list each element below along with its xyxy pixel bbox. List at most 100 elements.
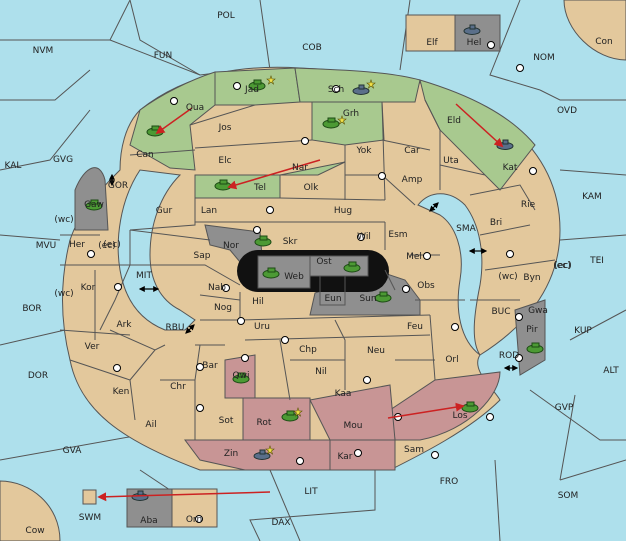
land-region-label: Ark	[116, 320, 132, 330]
tank-icon	[232, 372, 250, 384]
sea-region-label: TEI	[589, 256, 604, 266]
tank-icon	[85, 199, 103, 211]
red-territories	[184, 354, 501, 471]
land-region-label: Byn	[523, 273, 540, 283]
land-region-label: Car	[404, 146, 420, 156]
land-region-label: Aba	[140, 516, 157, 526]
tank-icon	[281, 410, 299, 422]
ship-icon	[352, 84, 370, 95]
tank-icon	[343, 261, 361, 273]
land-region-label: Ail	[145, 420, 156, 430]
sea-region-label: SMA	[456, 224, 476, 234]
move-orders	[97, 103, 504, 502]
land-region-label: Orl	[445, 355, 458, 365]
sea-region-label: GVP	[555, 403, 574, 413]
land-region-label: Esm	[388, 230, 407, 240]
sea-region-label: Cow	[25, 526, 44, 536]
land-region-label: Skr	[283, 237, 298, 247]
sea-region-label: BUC	[491, 307, 510, 317]
sea-region-label: MVU	[36, 241, 57, 251]
land-region-label: Obs	[417, 281, 435, 291]
sea-region-label: NOM	[533, 53, 555, 63]
land-region-label: Web	[284, 272, 304, 282]
land-region-label: Jos	[218, 123, 232, 133]
sea-region-label: ROD	[499, 351, 519, 361]
land-region-label: Kor	[81, 283, 96, 293]
land-region-label: Los	[452, 411, 467, 421]
land-region-label: Pir	[526, 325, 538, 335]
sea-region-label: SWM	[79, 513, 101, 523]
land-region-label: Elf	[426, 38, 438, 48]
land-region-label: Bri	[490, 218, 502, 228]
land-region-label: Nor	[223, 241, 239, 251]
tank-icon	[526, 342, 544, 354]
sea-region-label: (wc)	[498, 272, 517, 282]
land-region-label: Sot	[219, 416, 234, 426]
land-region-label: Uta	[443, 156, 459, 166]
sea-region-label: KAL	[5, 161, 22, 171]
ship-icon	[253, 449, 271, 460]
land-region-label: Ost	[316, 257, 332, 267]
land-region-label: Bar	[202, 361, 218, 371]
land-region-label: Sch	[328, 85, 344, 95]
sea-region-label: KAM	[582, 192, 602, 202]
land-region-label: Elc	[218, 156, 231, 166]
tank-icon	[248, 79, 266, 91]
land-region-label: Grh	[343, 109, 359, 119]
land-region-label: Kar	[338, 452, 353, 462]
inner-channel-east	[417, 193, 483, 356]
sea-region-label: (ec)	[98, 241, 116, 251]
land-region-label: Hel	[467, 38, 482, 48]
units	[85, 24, 544, 501]
land-region-label: Gur	[156, 206, 173, 216]
land-region-label: Hug	[334, 206, 352, 216]
sea-region-label: GVA	[63, 446, 83, 456]
land-region-label: Nog	[214, 303, 232, 313]
tank-icon	[322, 117, 340, 129]
territory-borders	[59, 99, 556, 440]
tank-icon	[262, 267, 280, 279]
land-region-label: Wil	[357, 232, 371, 242]
land-region-label: Feu	[407, 322, 423, 332]
supply-centres	[87, 41, 537, 523]
land-region-label: Sam	[404, 445, 424, 455]
land-region-label: Chp	[299, 345, 317, 355]
tank-icon	[254, 235, 272, 247]
land-region-label: Jad	[244, 85, 259, 95]
land-region-label: Mou	[344, 421, 363, 431]
land-region-label: Amp	[402, 175, 423, 185]
green-territories	[129, 67, 536, 199]
land-region-label: Qua	[186, 103, 204, 113]
sea-region-label: (wc)	[54, 215, 73, 225]
land-region-label: Nar	[292, 163, 308, 173]
land-region-label: Zin	[224, 449, 238, 459]
land-region-label: Sap	[194, 251, 211, 261]
sea-region-label: DOR	[28, 371, 48, 381]
sea-region-label: COB	[302, 43, 322, 53]
land-region-label: Nab	[208, 283, 226, 293]
land-region-label: Rot	[257, 418, 272, 428]
sea-region-label: GVG	[53, 155, 73, 165]
sea-region-label: GOR	[108, 181, 128, 191]
inner-channel	[117, 169, 196, 331]
land-region-label: Gaw	[84, 200, 104, 210]
sea-region-label: POL	[217, 11, 235, 21]
land-region-label: Kat	[503, 163, 518, 173]
sea-region-label: NVM	[33, 46, 54, 56]
sea-region-label: ALT	[603, 366, 619, 376]
land-region-label: Chr	[170, 382, 186, 392]
sea-region-label: BOR	[22, 304, 41, 314]
land-region-label: (ec)	[103, 240, 121, 250]
land-region-label: Uru	[254, 322, 270, 332]
land-region-label: Neu	[367, 346, 385, 356]
sea-region-label: LIT	[304, 487, 318, 497]
sea-region-label: DAX	[271, 518, 290, 528]
land-region-label: Ken	[113, 387, 130, 397]
crossing-arrows	[109, 173, 519, 371]
land-region-label: Qwi	[233, 371, 250, 381]
sea-region-label: (ec)	[553, 261, 571, 271]
sea-region-label: FRO	[440, 477, 459, 487]
